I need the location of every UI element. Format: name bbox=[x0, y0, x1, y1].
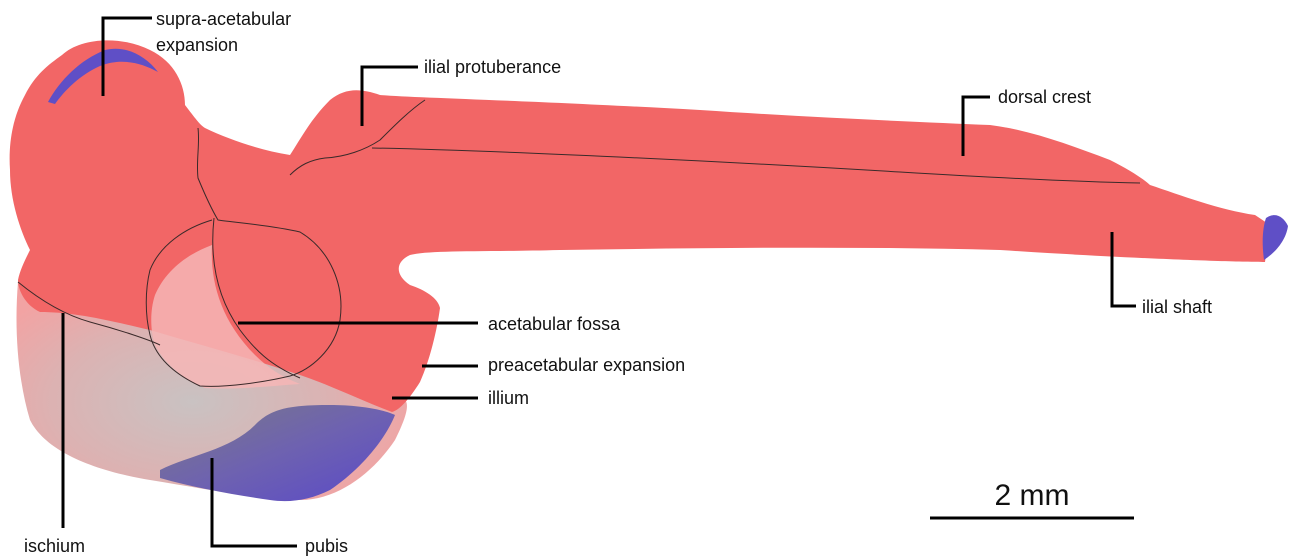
shaft-tip-cartilage bbox=[1263, 215, 1288, 260]
label-supra-acetabular-line1: supra-acetabular bbox=[156, 9, 291, 29]
label-ilial-protuberance: ilial protuberance bbox=[424, 57, 561, 77]
scale-bar-label: 2 mm bbox=[995, 479, 1070, 512]
label-ischium: ischium bbox=[24, 536, 85, 556]
label-supra-acetabular-line2: expansion bbox=[156, 35, 238, 55]
label-preacetabular-expansion: preacetabular expansion bbox=[488, 355, 685, 375]
label-ilial-shaft: ilial shaft bbox=[1142, 297, 1212, 317]
label-dorsal-crest: dorsal crest bbox=[998, 87, 1091, 107]
label-illium: illium bbox=[488, 388, 529, 408]
label-pubis: pubis bbox=[305, 536, 348, 556]
label-acetabular-fossa: acetabular fossa bbox=[488, 314, 621, 334]
